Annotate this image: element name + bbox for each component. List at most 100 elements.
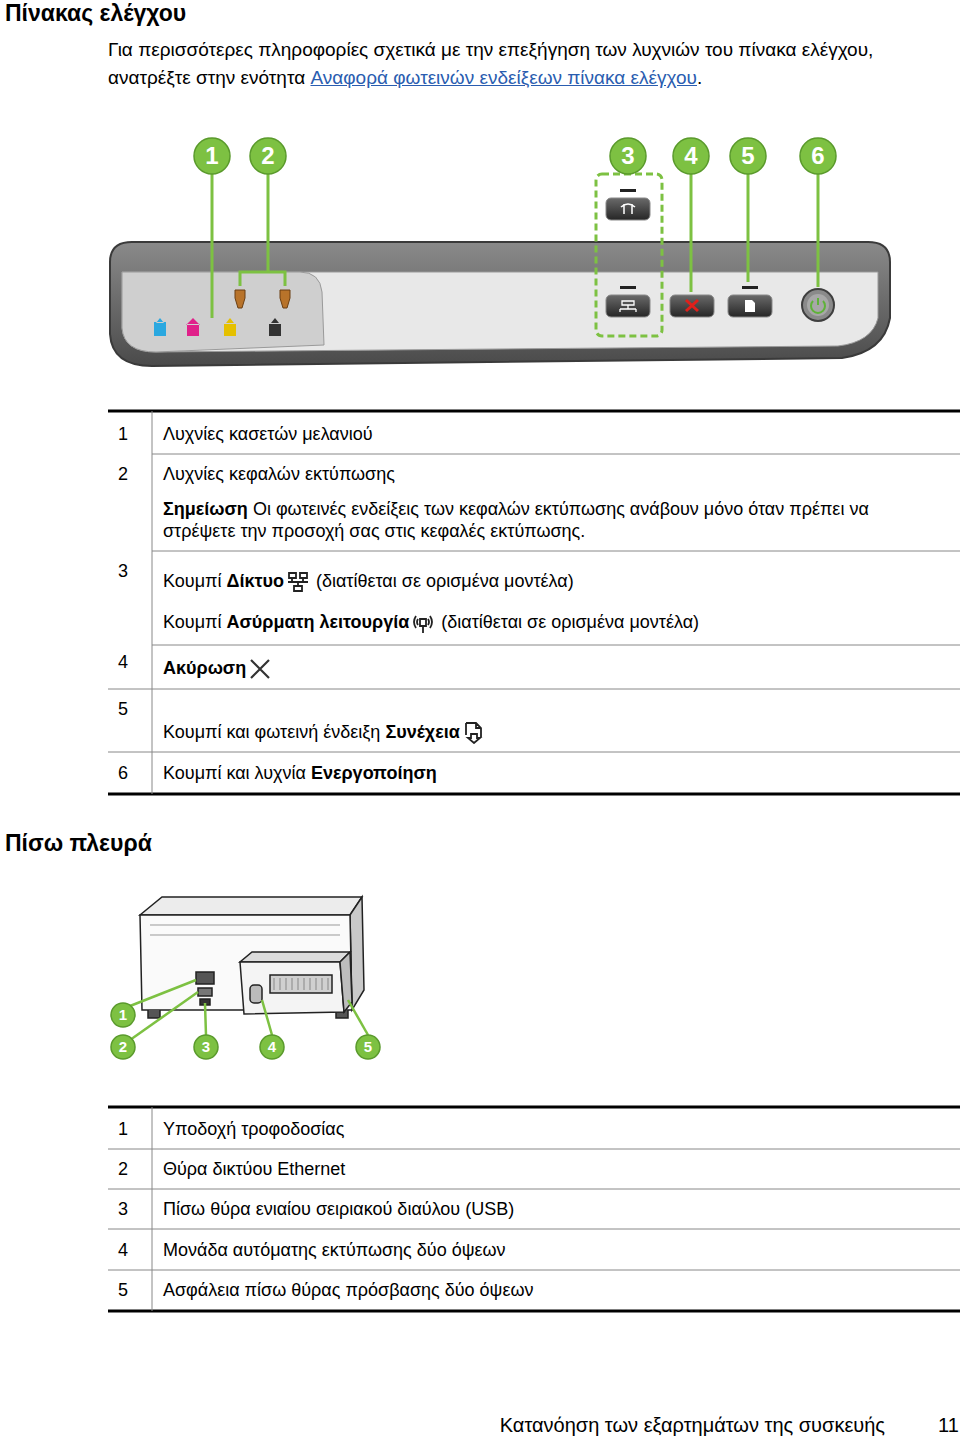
table-rules [108,1107,960,1311]
table-cell-row: Ασφάλεια πίσω θύρας πρόσβασης δύο όψεων [163,1279,534,1301]
callout-number: 4 [268,1038,276,1055]
table-cell: Ασύρματη λειτουργία [226,612,409,632]
table-cell: 3 [118,561,128,581]
ink-cartridge-lights [154,318,281,336]
table-cell: Πίσω θύρα ενιαίου σειριακού διαύλου (USB… [163,1199,514,1219]
page-number: 11 [938,1414,959,1436]
table-rules [108,1149,960,1150]
table-rules [108,410,960,413]
callout-circles [111,1003,380,1059]
control-panel [110,242,890,366]
table-cell-row: Κουμπί και φωτεινή ένδειξηΣυνέχεια [163,721,492,744]
printer-rear-view [270,975,332,993]
callout-number: 3 [202,1038,210,1055]
callout-number-row: 3 [621,145,634,167]
wifi-icon [411,612,435,634]
table-note-row: ΣημείωσηΟι φωτεινές ενδείξεις των κεφαλώ… [163,498,938,542]
panel-buttons [620,286,636,289]
table-cell: 1 [118,424,128,444]
leader-lines [211,174,214,318]
callout-number-row: 1 [119,1004,127,1026]
table-cell-row: 5 [118,698,128,720]
leader-lines [262,1000,272,1035]
callout-number-row: 3 [202,1036,210,1058]
printer-rear-view [140,897,362,915]
callout-number: 5 [741,142,754,169]
table-cell-row: 4 [118,1239,128,1261]
printhead-lights [235,290,290,308]
table-rules [108,689,960,690]
table-cell: 2 [118,1159,128,1179]
table-note: Οι φωτεινές ενδείξεις των κεφαλών εκτύπω… [163,499,869,541]
table-cell: Λυχνίες κεφαλών εκτύπωσης [163,464,395,484]
table-rules [108,1270,960,1271]
table-cell: 5 [118,699,128,719]
callout-circles [800,138,836,174]
callout-number: 2 [261,142,274,169]
table-cell: 1 [118,1119,128,1139]
cross-reference-link: Αναφορά φωτεινών ενδείξεων πίνακα ελέγχο… [310,67,697,88]
printer-rear-view [250,985,262,1003]
x-icon [251,660,269,678]
callout-number-row: 5 [741,145,754,167]
leader-lines [240,174,285,286]
control-panel [110,242,890,366]
ink-cartridge-lights [224,318,236,336]
panel-buttons [811,298,825,313]
table-cell: 2 [118,464,128,484]
leader-lines [130,980,196,1006]
printhead-lights [235,290,245,308]
table-cell: 5 [118,1280,128,1300]
callout-number: 3 [621,142,634,169]
leader-lines [817,174,820,287]
table-cell-row: 2 [118,463,128,485]
ink-cartridge-lights [154,318,166,336]
callout-circles [610,138,646,174]
table-cell-row: Πίσω θύρα ενιαίου σειριακού διαύλου (USB… [163,1198,514,1220]
callout-circles [111,1003,135,1027]
panel-buttons [606,189,834,321]
callout-number: 4 [684,142,697,169]
callout-circles [673,138,709,174]
callout-circles [730,138,766,174]
panel-buttons [745,300,755,312]
table-cell-row: Λυχνίες κεφαλών εκτύπωσης [163,463,395,485]
table-cell: Κουμπί [163,612,221,632]
callout-number-row: 1 [205,145,218,167]
control-panel [122,272,324,352]
table-cell-row: 5 [118,1279,128,1301]
table-cell-row: Μονάδα αυτόματης εκτύπωσης δύο όψεων [163,1239,506,1261]
table-cell: 6 [118,763,128,783]
table-cell-row: Ακύρωση [163,657,278,680]
panel-buttons [621,204,635,214]
x-icon [248,658,272,680]
leader-lines [596,174,662,336]
table-cell: 4 [118,652,128,672]
leader-lines [747,174,750,282]
table-rules [108,793,960,796]
table-cell: 3 [118,1199,128,1219]
control-panel [122,272,878,352]
intro-text: . [697,67,702,88]
table-cell: Κουμπί [163,571,221,591]
leader-lines [130,992,198,1040]
leader-lines [212,174,818,336]
panel-buttons [728,295,772,317]
table-cell-row: 2 [118,1158,128,1180]
panel-buttons [606,295,650,317]
panel-buttons [802,289,834,321]
table-cell-row: 1 [118,423,128,445]
net-icon [286,571,310,593]
table-cell-row: Υποδοχή τροφοδοσίας [163,1118,344,1140]
table-cell-row: 3 [118,560,128,582]
printer-rear-view [140,897,364,1018]
wifi-icon [414,616,432,633]
res-icon [462,722,486,744]
leader-lines [130,980,368,1040]
table-cell: Υποδοχή τροφοδοσίας [163,1119,344,1139]
table-rules [108,1106,960,1109]
callout-number: 1 [205,142,218,169]
callout-number: 2 [119,1038,127,1055]
table-cell: Κουμπί και φωτεινή ένδειξη [163,722,380,742]
